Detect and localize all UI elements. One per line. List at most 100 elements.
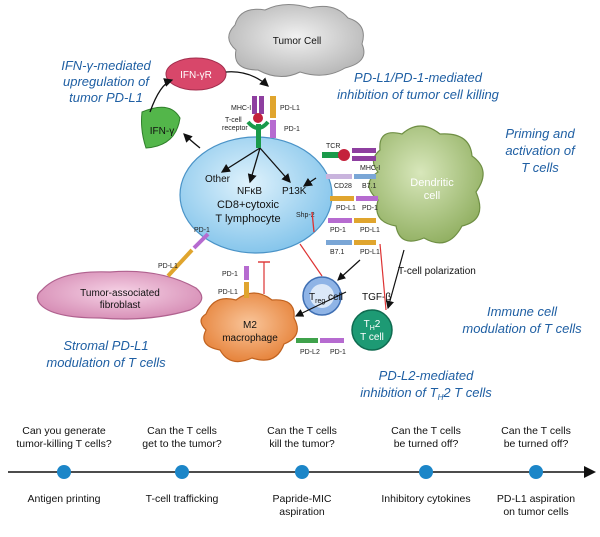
treg-to-m2-arrow [294,291,347,317]
captions: IFN-γ-mediated upregulation of tumor PD-… [46,58,582,402]
mhc1-label: MHC-I [360,165,380,172]
tumor-associated-fibroblast: Tumor-associated fibroblast [36,270,203,320]
m2-label-line1: M2 [243,320,257,331]
dc-to-treg-arrow [337,259,361,281]
timeline-question: Can the T cells [501,425,571,437]
dc-polarization-line [379,243,387,311]
signal-p13k: P13K [282,186,307,197]
timeline-dot [419,465,433,479]
signal-shp2: Shp-2 [296,212,315,219]
tcell-label-line2: T lymphocyte [215,213,280,225]
treg-inhibition [299,243,323,277]
timeline-step: on tumor cells [503,506,568,518]
signal-other: Other [205,174,231,185]
pd1-fib-label: PD-1 [194,227,210,234]
timeline-question: Can the T cells [267,425,337,437]
timeline-question: be turned off? [394,438,459,450]
timeline-dot [57,465,71,479]
caption-inhib-2: inhibition of tumor cell killing [337,87,500,102]
ifng-to-receptor-arrow [149,78,174,113]
pdl1-fib-label: PD-L1 [158,263,178,270]
tcr-label: TCR [326,143,340,150]
timeline-step: Antigen printing [28,493,101,505]
timeline-step: T-cell trafficking [146,493,219,505]
caption-priming-2: activation of [505,143,576,158]
m2-th2-synapse: PD-L2 PD-1 [296,338,346,356]
caption-stromal-1: Stromal PD-L1 [63,338,148,353]
pdl1-top-label: PD-L1 [280,105,300,112]
pd1-dc-label-1: PD-1 [362,205,378,212]
timeline-step: Papride-MIC [273,493,332,505]
caption-pdl2-2: inhibition of TH2 T cells [360,385,492,402]
ifn-gamma-molecule: IFN-γ [141,106,181,149]
ifng-label: IFN-γ [150,126,174,137]
timeline-dot [529,465,543,479]
timeline-question: be turned off? [504,438,569,450]
pd1-th2-label: PD-1 [330,349,346,356]
timeline-arrowhead [584,466,596,478]
caption-inhib-1: PD-L1/PD-1-mediated [354,70,483,85]
timeline-dot [175,465,189,479]
timeline-question: Can the T cells [391,425,461,437]
tumor-tcell-synapse: MHC-I T-cell receptor PD-L1 PD-1 [222,96,300,148]
signal-nfkb: NFκB [237,186,262,197]
th2-cell: TH2 T cell [351,309,393,351]
th2-label-line2: T cell [360,332,384,343]
caption-immune-2: modulation of T cells [462,321,582,336]
caption-pdl2-1: PD-L2-mediated [379,368,474,383]
timeline-question: get to the tumor? [142,438,222,450]
b71-label-1: B7.1 [362,183,377,190]
th2-label-line1: TH2 [364,319,381,332]
tumor-cell-label: Tumor Cell [273,36,322,47]
tcell-dendritic-synapse: TCR MHC-I CD28 B7.1 PD-L1 PD-1 PD-1 PD-L… [322,143,380,256]
pdl1-dc-label-3: PD-L1 [360,249,380,256]
pdl1-m2-label: PD-L1 [218,289,238,296]
dendritic-label-line1: Dendritic [410,177,454,189]
pd1-top-label: PD-1 [284,126,300,133]
timeline-step: Inhibitory cytokines [381,493,470,505]
caption-ifn-1: IFN-γ-mediated [61,58,151,73]
timeline-step: PD-L1 aspiration [497,493,575,505]
caption-priming-3: T cells [521,160,559,175]
pdl2-label: PD-L2 [300,349,320,356]
cd8-t-lymphocyte: CD8+cytoxic T lymphocyte Other NFκB P13K… [179,136,333,254]
tcr-signaling-arrows [220,147,317,233]
m2-macrophage: M2 macrophage [200,292,298,363]
dendritic-cell: Dendritic cell [368,125,484,244]
caption-immune-1: Immune cell [487,304,558,319]
fibroblast-tcell-synapse: PD-1 PD-L1 [158,227,210,278]
tcell-to-ifng-arrow [183,133,201,149]
timeline-question: kill the tumor? [269,438,335,450]
m2-tcell-synapse: PD-1 PD-L1 [218,261,270,298]
m2-label-line2: macrophage [222,333,278,344]
ifngr-to-pdl1-arrow [225,71,269,87]
timeline-question: Can the T cells [147,425,217,437]
caption-priming-1: Priming and [505,126,575,141]
caption-ifn-3: tumor PD-L1 [69,90,143,105]
timeline-step: aspiration [279,506,325,518]
b71-label-2: B7.1 [330,249,345,256]
timeline-question: tumor-killing T cells? [16,438,111,450]
tgf-beta-label: TGF-β [362,292,391,303]
ifngr-label: IFN-γR [180,70,212,81]
fibroblast-label-line1: Tumor-associated [80,288,160,299]
tcell-label-line1: CD8+cytoxic [217,199,280,211]
tumor-cell: Tumor Cell [228,4,365,77]
pd1-m2-label: PD-1 [222,271,238,278]
caption-ifn-2: upregulation of [63,74,150,89]
dendritic-label-line2: cell [424,190,441,202]
dc-to-th2-arrow [385,249,405,310]
pdl1-dc-label-1: PD-L1 [336,205,356,212]
pdl1-dc-label-2: PD-L1 [360,227,380,234]
fibroblast-label-line2: fibroblast [100,300,141,311]
timeline-question: Can you generate [22,425,106,437]
